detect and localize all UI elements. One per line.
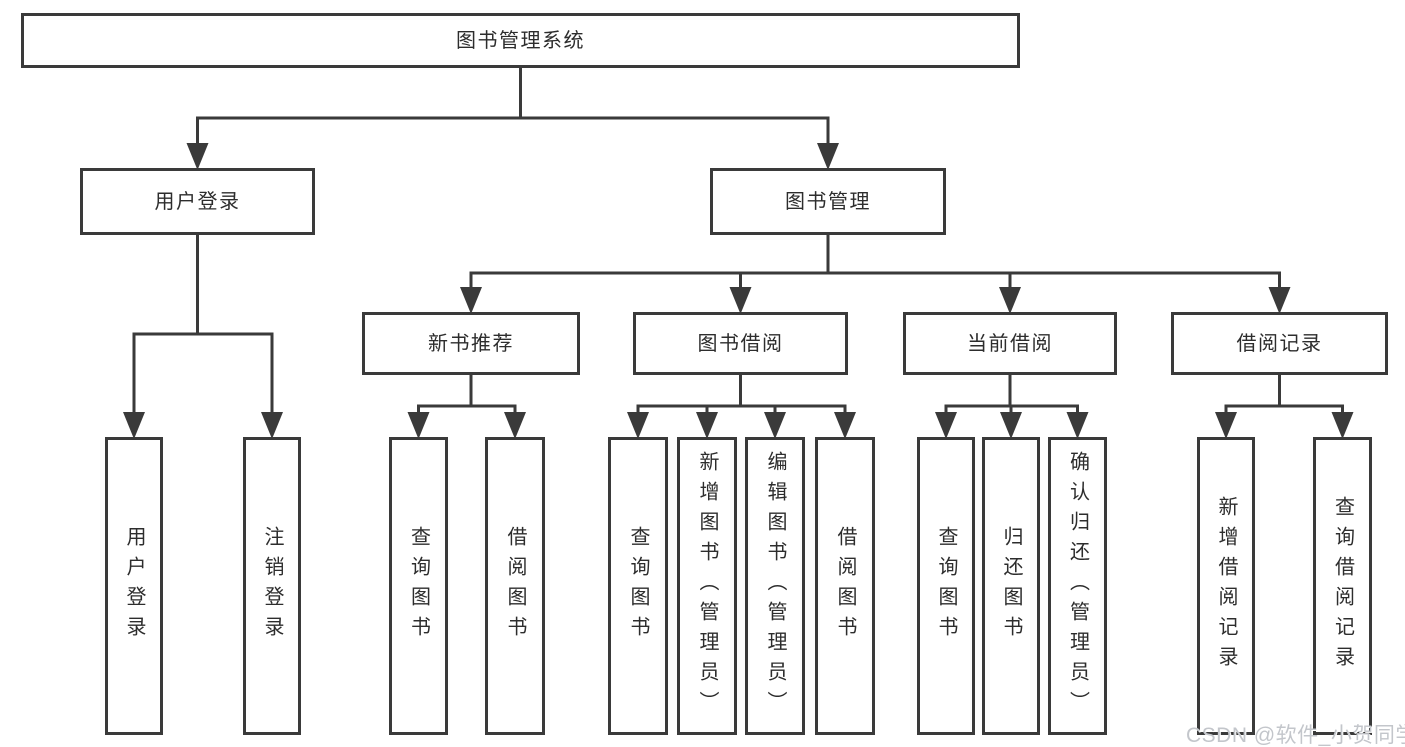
arrowhead [627,412,649,439]
node-root: 图书管理系统 [21,13,1020,68]
node-leaf-borrow-book-2: 借阅图书 [815,437,875,735]
node-book-borrow: 图书借阅 [633,312,848,375]
arrowhead [729,287,752,314]
arrowhead [696,412,718,439]
watermark: CSDN @软件_小贺同学 [1186,724,1405,747]
node-leaf-query-book-2: 查询图书 [608,437,668,735]
arrowhead [1215,412,1237,439]
node-book-mgmt: 图书管理 [710,168,946,235]
node-leaf-user-login: 用户登录 [105,437,163,735]
arrowhead [460,287,482,314]
node-new-book-rec: 新书推荐 [362,312,580,375]
node-leaf-edit-book: 编辑图书（管理员） [745,437,805,735]
arrowhead [817,143,839,170]
node-leaf-logout: 注销登录 [243,437,301,735]
node-user-login: 用户登录 [80,168,315,235]
node-leaf-query-book-1: 查询图书 [389,437,448,735]
node-leaf-borrow-book-1: 借阅图书 [485,437,545,735]
arrowhead [834,412,856,439]
node-borrow-records: 借阅记录 [1171,312,1388,375]
arrowhead [935,412,957,439]
arrowhead [1000,412,1022,439]
arrowhead [999,287,1021,314]
node-current-borrow: 当前借阅 [903,312,1117,375]
arrowhead [186,143,209,170]
node-leaf-return-book: 归还图书 [982,437,1040,735]
node-leaf-query-record: 查询借阅记录 [1313,437,1372,735]
arrowhead [1331,412,1354,439]
arrowhead [123,412,145,439]
arrowhead [764,412,786,439]
arrowhead [504,412,526,439]
node-leaf-add-book: 新增图书（管理员） [677,437,737,735]
arrowhead [261,412,283,439]
node-leaf-confirm-return: 确认归还（管理员） [1048,437,1107,735]
arrowhead [1066,412,1089,439]
node-leaf-query-book-3: 查询图书 [917,437,975,735]
node-leaf-add-record: 新增借阅记录 [1197,437,1255,735]
arrowhead [1268,287,1291,314]
arrowhead [407,412,430,439]
